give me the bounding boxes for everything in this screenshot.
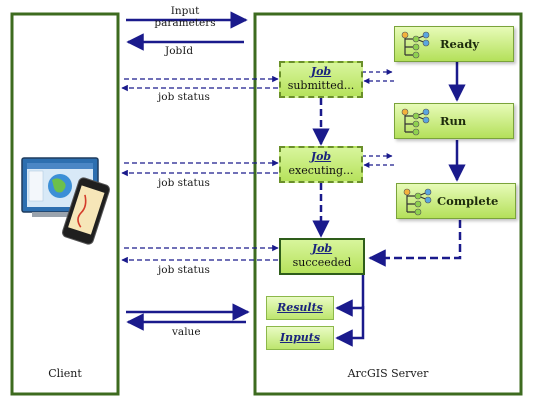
succeeded-to-inputs-arrow [335, 306, 365, 347]
job-status-submitted: submitted... [287, 78, 355, 92]
inputs-link[interactable]: Inputs [266, 326, 334, 350]
input-label-line1: Input [170, 5, 200, 17]
server-label: ArcGIS Server [347, 367, 429, 380]
state-label-complete: Complete [437, 194, 499, 208]
job-status-executing: executing... [288, 163, 354, 177]
job-submitted-box: Job submitted... [279, 61, 363, 98]
state-complete: Complete [396, 183, 516, 219]
job-status-succeeded: succeeded [292, 255, 352, 269]
job-link-submitted[interactable]: Job [310, 65, 332, 78]
job-executing-box: Job executing... [279, 146, 363, 183]
client-device-icon [21, 157, 110, 245]
state-label-ready: Ready [440, 37, 480, 51]
job-status-label-3: job status [158, 264, 210, 276]
workflow-tree-icon [401, 31, 430, 59]
workflow-tree-icon [403, 188, 432, 216]
input-label-line2: parameters [154, 16, 216, 29]
workflow-tree-icon [401, 108, 430, 136]
state-ready: Ready [394, 26, 514, 62]
state-run: Run [394, 103, 514, 139]
job-link-succeeded[interactable]: Job [311, 242, 333, 255]
input-parameters-label: Input parameters [150, 5, 220, 29]
complete-to-succeeded-arrow [368, 220, 462, 267]
value-label: value [172, 326, 201, 338]
client-label: Client [48, 367, 82, 380]
results-link[interactable]: Results [266, 296, 334, 320]
jobid-label: JobId [165, 45, 194, 57]
job-status-label-2: job status [158, 177, 210, 189]
job-succeeded-box: Job succeeded [279, 238, 365, 275]
state-label-run: Run [440, 114, 467, 128]
job-status-label-1: job status [158, 91, 210, 103]
job-link-executing[interactable]: Job [310, 150, 332, 163]
